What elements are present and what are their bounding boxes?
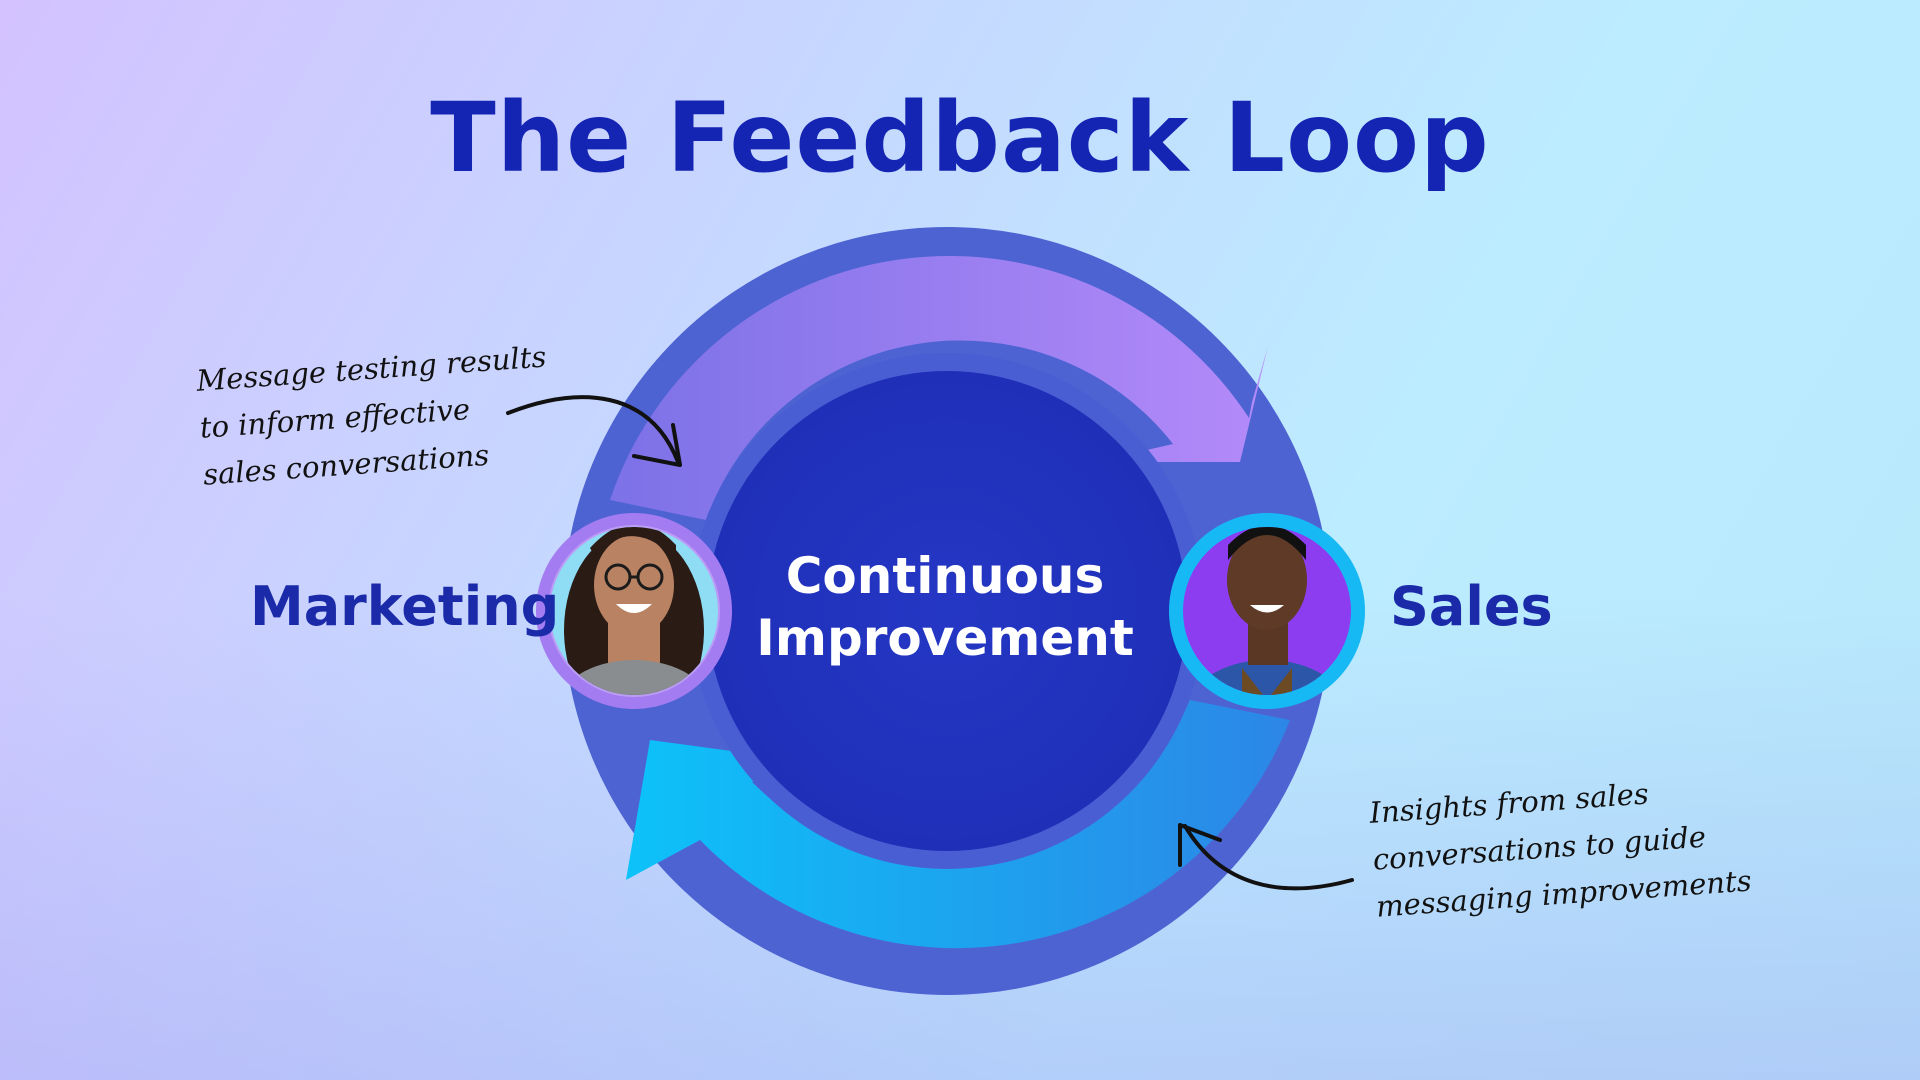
center-circle <box>707 371 1187 851</box>
top-arrow-marketing-to-sales <box>610 255 1268 521</box>
sales-label: Sales <box>1390 575 1553 638</box>
annotation-arrow-bottom <box>1183 824 1354 891</box>
center-label: Continuous Improvement <box>740 545 1150 669</box>
annotation-arrowhead-bottom <box>1178 823 1222 867</box>
marketing-avatar <box>536 513 732 709</box>
page-title: The Feedback Loop <box>430 82 1490 194</box>
annotation-arrow-top <box>506 395 680 464</box>
annotation-arrowhead-top <box>632 423 682 467</box>
sales-avatar <box>1169 513 1365 709</box>
annotation-top-left: Message testing results to inform effect… <box>195 334 554 499</box>
marketing-label: Marketing <box>250 575 560 638</box>
annotation-bottom-right: Insights from sales conversations to gui… <box>1368 764 1753 931</box>
center-label-line2: Improvement <box>756 609 1134 667</box>
center-label-line1: Continuous <box>785 547 1105 605</box>
